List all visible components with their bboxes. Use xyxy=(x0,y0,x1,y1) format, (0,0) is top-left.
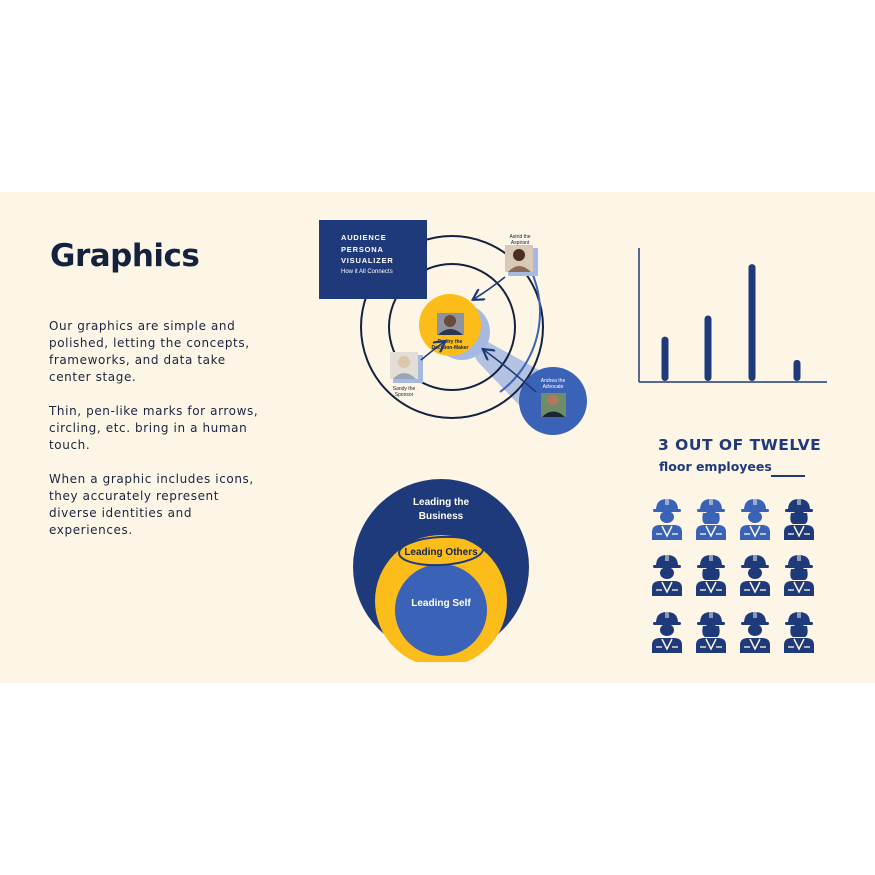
worker-woman-icon xyxy=(784,498,814,540)
worker-woman-icon xyxy=(696,498,726,540)
persona-diagram: Dmitry the Decision-Maker Astrid the Asp… xyxy=(360,234,587,435)
worker-woman-icon xyxy=(784,554,814,596)
circle-self xyxy=(395,564,487,656)
persona-label: Sponsor xyxy=(395,392,414,398)
worker-man-icon xyxy=(652,611,682,653)
body-text: Our graphics are simple and polished, le… xyxy=(49,318,267,556)
persona-title-box: AUDIENCE PERSONA VISUALIZER How it All C… xyxy=(319,220,427,299)
arrow-astrid xyxy=(474,276,506,299)
arrow-andrea xyxy=(484,350,537,393)
middle-ring xyxy=(388,263,516,391)
label-business: Business xyxy=(419,511,464,522)
worker-man-icon xyxy=(652,554,682,596)
worker-woman-icon xyxy=(696,554,726,596)
worker-icon-grid xyxy=(648,496,828,658)
persona-label: Aspirant xyxy=(511,240,530,246)
arrow-sandy xyxy=(420,342,444,361)
label-others: Leading Others xyxy=(404,547,478,558)
persona-label: Decision-Maker xyxy=(432,345,469,351)
chart-bar xyxy=(661,336,669,381)
persona-label: Sandy the xyxy=(393,386,416,392)
worker-man-icon xyxy=(652,498,682,540)
bar-chart xyxy=(638,248,827,383)
outer-ring xyxy=(360,235,544,419)
chart-bar xyxy=(748,264,756,381)
persona-label: Advocate xyxy=(543,384,564,390)
worker-woman-icon xyxy=(784,611,814,653)
chart-bar xyxy=(793,359,801,381)
page-title: Graphics xyxy=(50,238,200,274)
body-paragraph: Thin, pen-like marks for arrows, circlin… xyxy=(49,404,259,452)
label-business: Leading the xyxy=(413,497,470,508)
worker-woman-icon xyxy=(696,611,726,653)
persona-title: AUDIENCE PERSONA VISUALIZER xyxy=(341,233,394,265)
worker-man-icon xyxy=(740,554,770,596)
persona-label: Dmitry the xyxy=(438,339,463,345)
stat-headline: 3 OUT OF TWELVE xyxy=(658,436,822,454)
leadership-diagram: Leading the Business Leading Others Lead… xyxy=(353,479,529,662)
worker-man-icon xyxy=(740,498,770,540)
slide-panel: Graphics Our graphics are simple and pol… xyxy=(0,192,875,683)
stat-subtitle: floor employees xyxy=(659,459,772,474)
persona-label: Astrid the xyxy=(509,234,530,240)
body-paragraph: When a graphic includes icons, they accu… xyxy=(49,472,254,537)
label-self: Leading Self xyxy=(411,598,471,609)
body-paragraph: Our graphics are simple and polished, le… xyxy=(49,319,250,384)
circling-mark xyxy=(398,535,484,567)
stat-blank-line xyxy=(771,475,805,477)
persona-subtitle: How it All Connects xyxy=(341,269,393,275)
persona-label: Andrea the xyxy=(541,378,566,384)
worker-man-icon xyxy=(740,611,770,653)
chart-bar xyxy=(704,315,712,381)
